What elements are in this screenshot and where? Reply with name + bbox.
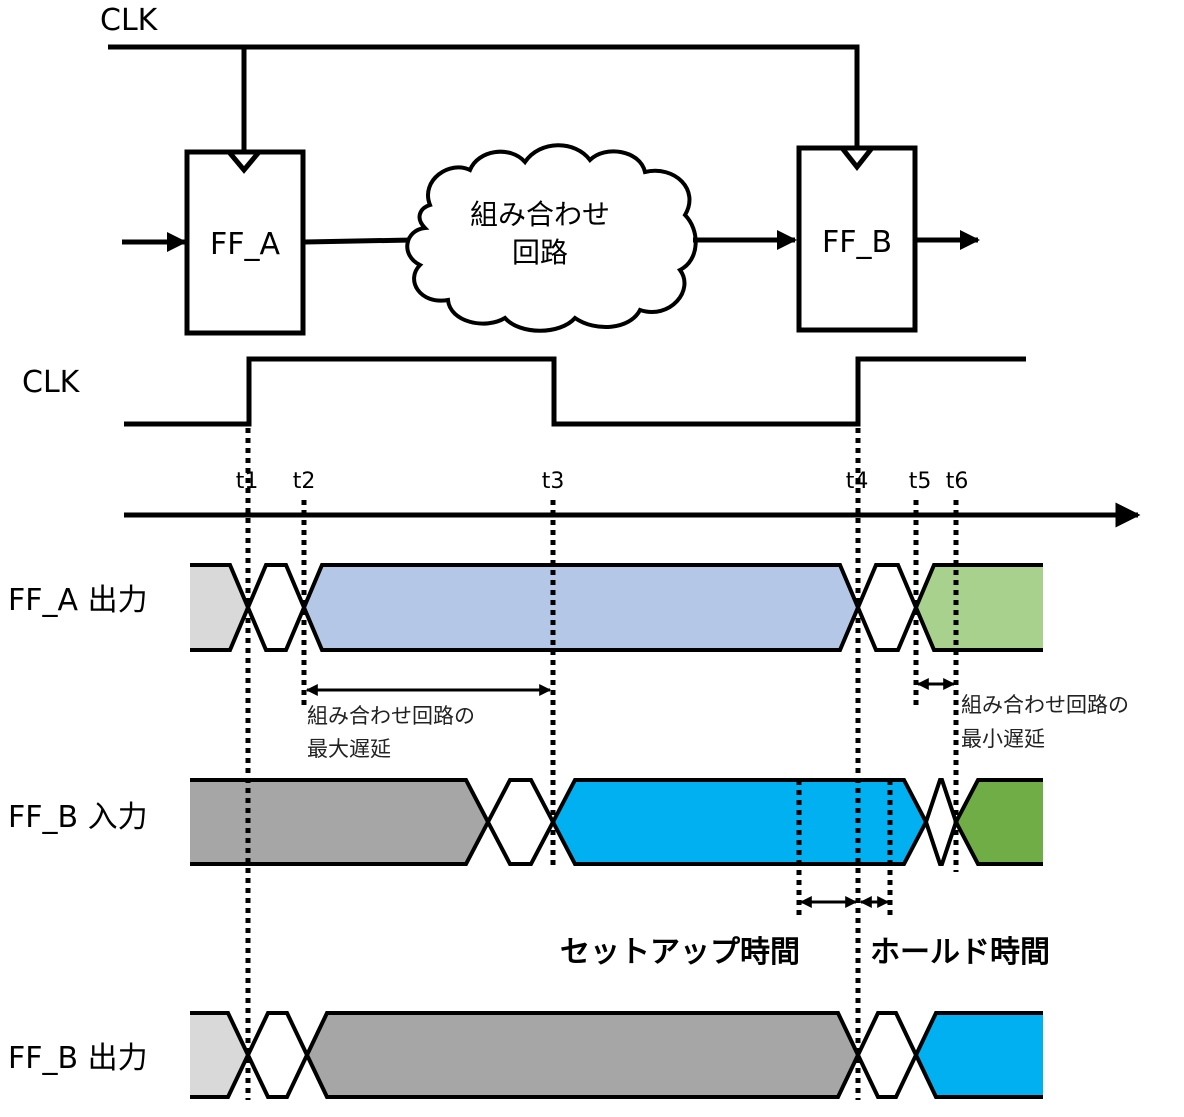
- schematic: CLK FF_A 組み合わせ 回路 FF_B: [100, 3, 980, 336]
- bus-segment-data-2: [956, 780, 1043, 864]
- bus-segment-transition: [926, 780, 956, 864]
- time-marker-t2: t2: [293, 469, 316, 494]
- comb-circuit-label-line1: 組み合わせ: [470, 198, 610, 231]
- time-marker-t3: t3: [542, 469, 565, 494]
- timing-clk-label: CLK: [22, 365, 81, 400]
- time-guides: [245, 428, 959, 1100]
- bus-segment-outline: [954, 778, 1043, 866]
- bus-segment-previous: [190, 565, 248, 650]
- bus-segment-transition: [858, 1013, 916, 1097]
- time-marker-t6: t6: [946, 469, 969, 494]
- setup-time-label: セットアップ時間: [560, 935, 800, 970]
- bus-segment-previous: [190, 1013, 248, 1097]
- bus-segment-data-1: [553, 780, 926, 864]
- bus-segment-previous: [190, 780, 488, 864]
- signal-row: FF_A 出力: [8, 563, 1043, 652]
- annotations: 組み合わせ回路の 最大遅延 組み合わせ回路の 最小遅延 セットアップ時間 ホール…: [305, 678, 1129, 970]
- ff-a-to-comb-wire: [304, 237, 413, 245]
- bus-segment-outline: [914, 1011, 1043, 1099]
- min-delay-label-line1: 組み合わせ回路の: [961, 693, 1129, 717]
- comb-circuit-label-line2: 回路: [512, 236, 568, 269]
- signal-row: FF_B 入力: [8, 778, 1043, 866]
- bus-segment-transition: [248, 1013, 307, 1097]
- time-marker-t5: t5: [909, 469, 932, 494]
- schematic-clk-label: CLK: [100, 3, 159, 38]
- signal-rows: FF_A 出力 FF_B 入力 FF_B 出力: [8, 563, 1043, 1099]
- ff-b-block: FF_B: [796, 145, 918, 333]
- signal-label: FF_A 出力: [8, 583, 148, 618]
- hold-time-label: ホールド時間: [870, 935, 1050, 970]
- bus-segment-data-1: [916, 1013, 1043, 1097]
- bus-segment-data-1: [304, 565, 858, 650]
- clk-wire: [108, 44, 860, 148]
- ff-b-label: FF_B: [822, 225, 892, 260]
- signal-label: FF_B 入力: [8, 800, 148, 835]
- max-delay-label-line1: 組み合わせ回路の: [307, 704, 475, 728]
- clock-triangle-icon: [227, 150, 261, 174]
- bus-segment-data-0: [307, 1013, 858, 1097]
- max-delay-label-line2: 最大遅延: [307, 737, 391, 761]
- bus-segment-transition: [858, 565, 916, 650]
- ff-a-label: FF_A: [210, 227, 281, 262]
- clk-signal: [124, 356, 1026, 427]
- combinational-circuit-cloud: 組み合わせ 回路: [405, 143, 698, 333]
- bus-segment-data-2: [916, 565, 1043, 650]
- bus-segment-transition: [248, 565, 304, 650]
- clock-triangle-icon: [840, 146, 874, 172]
- min-delay-label-line2: 最小遅延: [961, 727, 1045, 751]
- signal-label: FF_B 出力: [8, 1041, 148, 1076]
- bus-segment-outline: [914, 563, 1043, 652]
- time-axis: t1 t2 t3 t4 t5 t6: [124, 469, 1141, 528]
- signal-row: FF_B 出力: [8, 1011, 1043, 1099]
- clk-waveform: CLK: [22, 356, 1026, 427]
- bus-segment-transition: [488, 780, 553, 864]
- ff-a-block: FF_A: [184, 149, 306, 336]
